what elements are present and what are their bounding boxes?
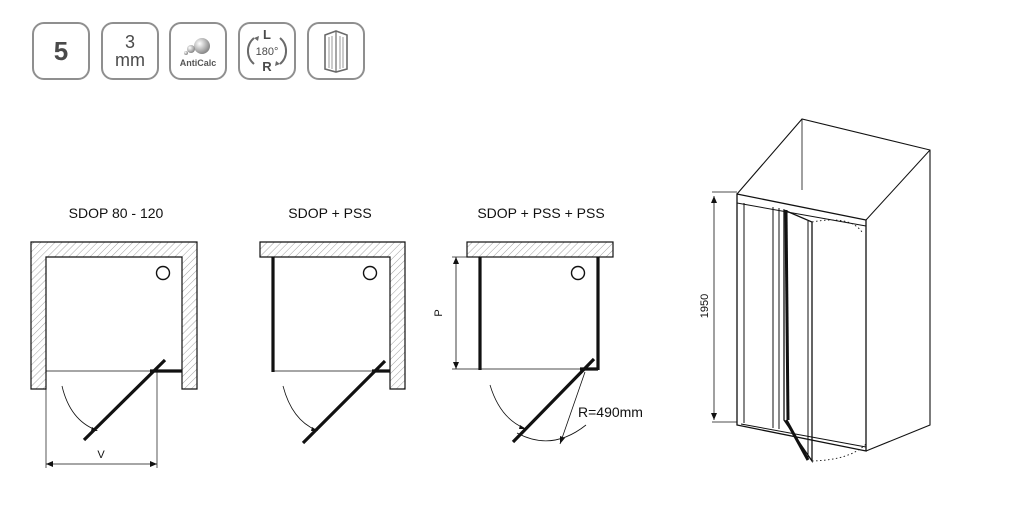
iso-front-frame xyxy=(736,193,867,452)
water-drops-icon xyxy=(184,38,210,55)
plan-sdop-pss: SDOP + PSS xyxy=(259,205,406,445)
glass-thickness-unit: mm xyxy=(115,50,145,70)
plan1-drain xyxy=(155,265,171,281)
plan3-radius-arc xyxy=(516,424,587,442)
plan3-door-open xyxy=(511,357,596,444)
glass-thickness-value: 3 xyxy=(124,32,135,52)
shower-enclosure-badge xyxy=(307,22,365,80)
plan1-swing-arc xyxy=(61,385,97,431)
iso-height-label: 1950 xyxy=(699,294,711,318)
plan3-wall xyxy=(466,241,614,258)
glass-thickness-badge: 3 mm xyxy=(101,22,159,80)
plan3-drain xyxy=(570,265,586,281)
reversible-right-label: R xyxy=(262,59,272,74)
plan1-walls xyxy=(30,241,198,390)
iso-door-swing-bottom xyxy=(811,443,867,462)
plan2-drain xyxy=(362,265,378,281)
plan2-swing-arc xyxy=(282,385,317,431)
shower-enclosure-icon xyxy=(324,30,348,73)
plan2-walls xyxy=(259,241,406,390)
glass-count-badge: 5 xyxy=(32,22,90,80)
plan1-title: SDOP 80 - 120 xyxy=(69,205,164,221)
glass-count: 5 xyxy=(53,35,69,66)
plan3-dim-label: P xyxy=(433,309,445,316)
reversible-left-label: L xyxy=(263,27,271,42)
plan3-title: SDOP + PSS + PSS xyxy=(477,205,604,221)
plan3-radius-label: R=490mm xyxy=(578,404,643,420)
plan-sdop-pss-pss: SDOP + PSS + PSS R=490mm P xyxy=(433,205,643,445)
plan2-title: SDOP + PSS xyxy=(288,205,371,221)
iso-back-box xyxy=(736,118,931,452)
plan1-dim-label: V xyxy=(97,449,105,461)
plan3-swing-arc xyxy=(489,384,525,429)
anticalc-label: AntiCalc xyxy=(179,58,217,68)
plan1-door-open xyxy=(82,358,167,442)
reversible-rotation-icon: L 180° R xyxy=(247,27,287,74)
reversible-angle-label: 180° xyxy=(256,46,279,58)
plan2-door-open xyxy=(301,359,387,445)
isometric-view xyxy=(711,118,931,464)
reversible-badge: L 180° R xyxy=(238,22,296,80)
iso-door-swing-top xyxy=(811,219,863,233)
plan-sdop-niche: SDOP 80 - 120 V xyxy=(30,205,198,468)
anticalc-badge: AntiCalc xyxy=(169,22,227,80)
